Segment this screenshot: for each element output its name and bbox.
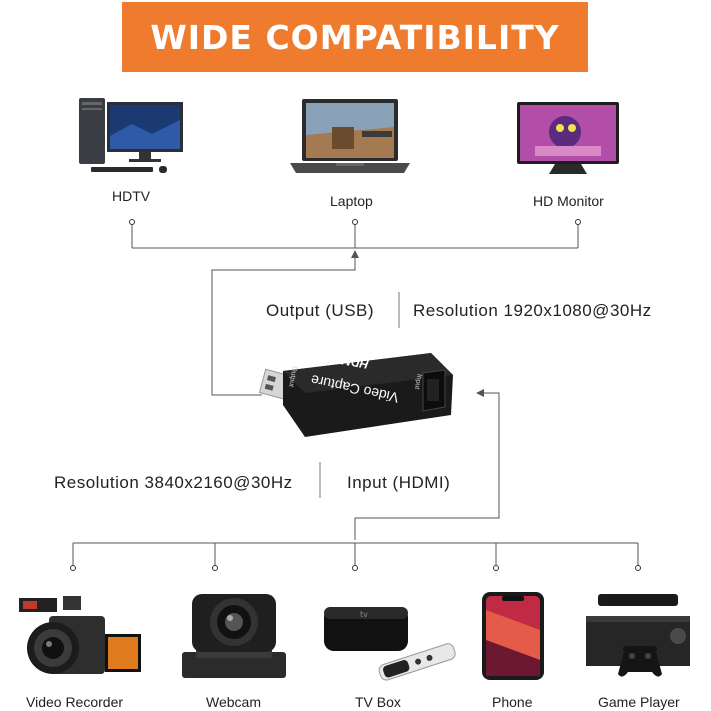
svg-text:tv: tv — [360, 610, 368, 619]
banner-title: WIDE COMPATIBILITY — [150, 17, 560, 57]
webcam-icon — [182, 594, 286, 678]
output-label-hd-monitor: HD Monitor — [533, 193, 604, 209]
video-capture-device — [258, 353, 453, 437]
monitor-icon — [517, 102, 619, 174]
input-label-tv-box: TV Box — [355, 694, 401, 710]
desktop-pc-icon — [79, 98, 183, 173]
title-banner: WIDE COMPATIBILITY — [122, 2, 588, 72]
input-label-video-recorder: Video Recorder — [26, 694, 124, 710]
input-label-game-player: Game Player — [598, 694, 680, 710]
input-label-webcam: Webcam — [206, 694, 261, 710]
game-console-icon — [586, 594, 690, 677]
tv-box-icon: tv — [324, 607, 456, 681]
output-label-hdtv: HDTV — [112, 188, 151, 204]
laptop-icon — [290, 99, 410, 173]
input-resolution-label: Resolution 3840x2160@30Hz — [54, 473, 293, 492]
input-port-label: Input (HDMI) — [347, 473, 451, 492]
output-port-label: Output (USB) — [266, 301, 375, 320]
input-label-phone: Phone — [492, 694, 533, 710]
output-resolution-label: Resolution 1920x1080@30Hz — [413, 301, 652, 320]
camcorder-icon — [19, 596, 141, 674]
phone-icon — [482, 592, 544, 680]
output-label-laptop: Laptop — [330, 193, 373, 209]
